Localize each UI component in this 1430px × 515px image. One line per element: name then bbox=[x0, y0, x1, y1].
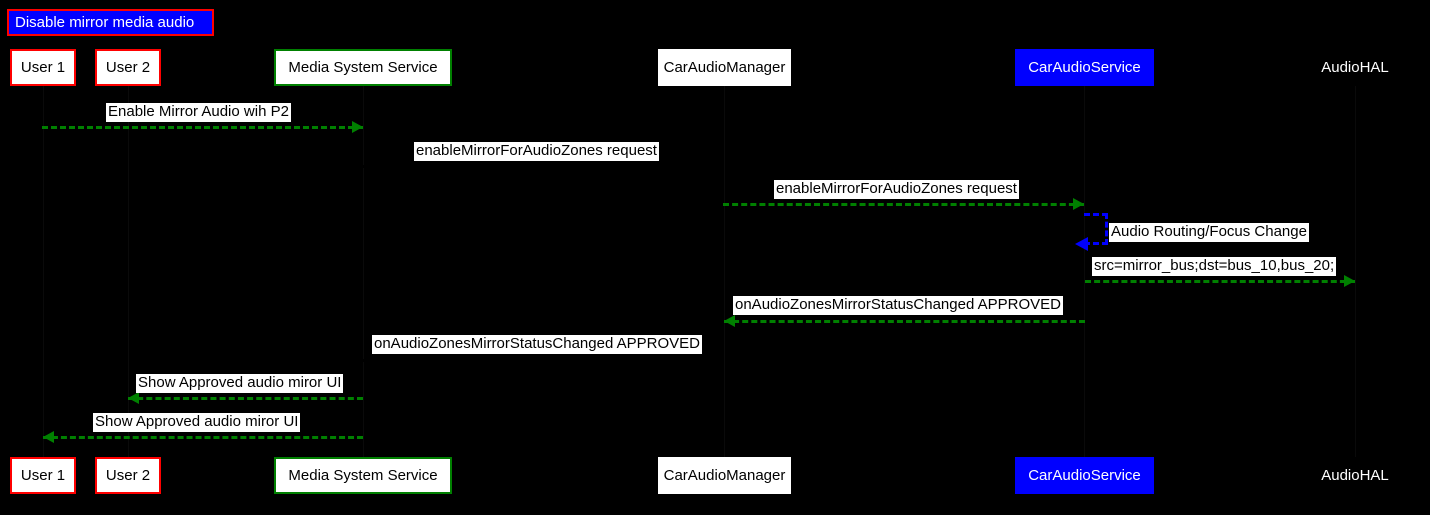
message-line-m6 bbox=[724, 320, 1085, 323]
self-message-arrowhead-m4 bbox=[1075, 237, 1088, 251]
message-line-m5 bbox=[1085, 280, 1355, 283]
participant-header-mss[interactable]: Media System Service bbox=[274, 49, 452, 86]
participant-label: CarAudioManager bbox=[663, 59, 786, 76]
lifeline-hal bbox=[1355, 86, 1356, 457]
participant-header-user1[interactable]: User 1 bbox=[10, 49, 76, 86]
participant-label: User 2 bbox=[105, 467, 151, 484]
participant-footer-mss[interactable]: Media System Service bbox=[274, 457, 452, 494]
message-label-m3: enableMirrorForAudioZones request bbox=[774, 180, 1019, 199]
message-arrowhead-m9 bbox=[43, 431, 54, 443]
diagram-title-badge: Disable mirror media audio bbox=[7, 9, 214, 36]
participant-label: Media System Service bbox=[288, 467, 438, 484]
message-arrowhead-m2 bbox=[712, 160, 723, 172]
message-line-m3 bbox=[723, 203, 1084, 206]
participant-label: AudioHAL bbox=[1321, 59, 1389, 76]
message-label-m1: Enable Mirror Audio wih P2 bbox=[106, 103, 291, 122]
participant-footer-user1[interactable]: User 1 bbox=[10, 457, 76, 494]
participant-footer-hal[interactable]: AudioHAL bbox=[1311, 457, 1399, 494]
message-arrowhead-m7 bbox=[363, 354, 374, 366]
message-arrowhead-m1 bbox=[352, 121, 363, 133]
message-label-m2: enableMirrorForAudioZones request bbox=[414, 142, 659, 161]
participant-footer-cas[interactable]: CarAudioService bbox=[1015, 457, 1154, 494]
participant-label: User 1 bbox=[20, 467, 66, 484]
participant-label: AudioHAL bbox=[1321, 467, 1389, 484]
message-label-m4: Audio Routing/Focus Change bbox=[1109, 223, 1309, 242]
message-arrowhead-m5 bbox=[1344, 275, 1355, 287]
message-line-m1 bbox=[42, 126, 363, 129]
message-label-m9: Show Approved audio miror UI bbox=[93, 413, 301, 432]
message-line-m9 bbox=[43, 436, 363, 439]
participant-label: User 1 bbox=[20, 59, 66, 76]
message-label-m6: onAudioZonesMirrorStatusChanged APPROVED bbox=[733, 296, 1064, 315]
participant-label: CarAudioService bbox=[1028, 467, 1141, 484]
participant-header-user2[interactable]: User 2 bbox=[95, 49, 161, 86]
self-message-loop-m4 bbox=[1084, 213, 1108, 245]
participant-header-cam[interactable]: CarAudioManager bbox=[658, 49, 791, 86]
participant-label: User 2 bbox=[105, 59, 151, 76]
participant-label: CarAudioService bbox=[1028, 59, 1141, 76]
message-label-m8: Show Approved audio miror UI bbox=[136, 374, 344, 393]
participant-label: Media System Service bbox=[288, 59, 438, 76]
participant-label: CarAudioManager bbox=[663, 467, 786, 484]
message-label-m7: onAudioZonesMirrorStatusChanged APPROVED bbox=[372, 335, 703, 354]
message-line-m7 bbox=[363, 359, 724, 362]
lifeline-user2 bbox=[128, 86, 129, 457]
participant-header-hal[interactable]: AudioHAL bbox=[1311, 49, 1399, 86]
message-line-m2 bbox=[363, 165, 723, 168]
lifeline-user1 bbox=[43, 86, 44, 457]
lifeline-cas bbox=[1084, 86, 1085, 457]
message-label-m5: src=mirror_bus;dst=bus_10,bus_20; bbox=[1092, 257, 1337, 276]
participant-footer-user2[interactable]: User 2 bbox=[95, 457, 161, 494]
lifeline-cam bbox=[724, 86, 725, 457]
participant-header-cas[interactable]: CarAudioService bbox=[1015, 49, 1154, 86]
message-line-m8 bbox=[128, 397, 363, 400]
message-arrowhead-m6 bbox=[724, 315, 735, 327]
lifeline-mss bbox=[363, 86, 364, 457]
participant-footer-cam[interactable]: CarAudioManager bbox=[658, 457, 791, 494]
message-arrowhead-m3 bbox=[1073, 198, 1084, 210]
message-arrowhead-m8 bbox=[128, 392, 139, 404]
